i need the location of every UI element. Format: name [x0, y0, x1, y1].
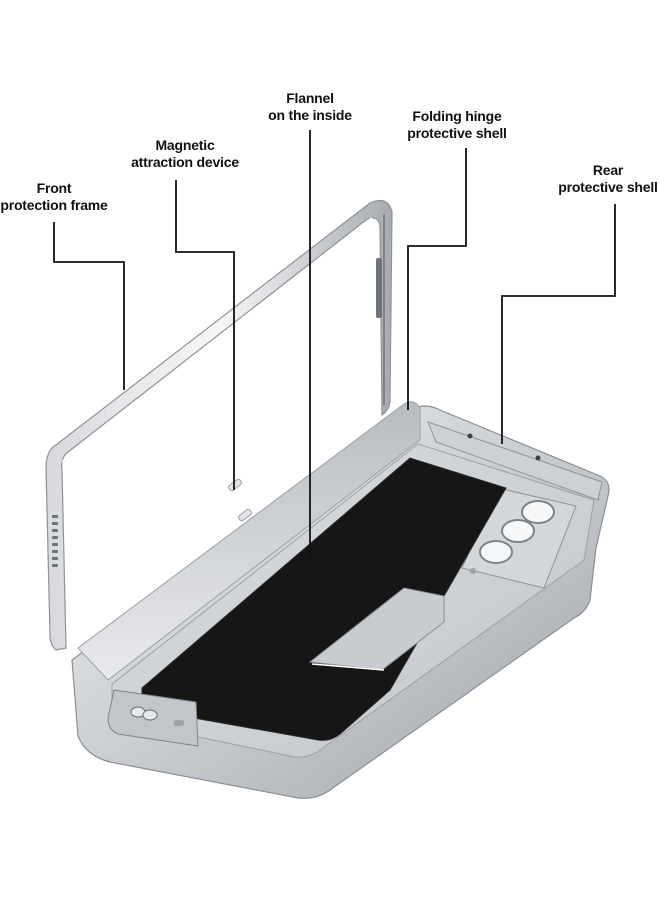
leader-magnetic — [175, 180, 235, 490]
callout-front-protection-frame: Front protection frame — [0, 180, 108, 213]
leader-hinge — [407, 148, 467, 410]
callout-rear-protective-shell: Rear protective shell — [558, 162, 658, 195]
leader-front-frame — [53, 222, 125, 390]
hinge-corner-block — [107, 689, 199, 747]
kickstand — [308, 587, 445, 671]
leader-rear — [501, 204, 616, 444]
callout-flannel: Flannel on the inside — [268, 90, 352, 123]
callout-magnetic-attraction-device: Magnetic attraction device — [131, 137, 239, 170]
camera-cutouts — [470, 500, 555, 574]
front-protection-frame — [45, 199, 393, 651]
callout-folding-hinge: Folding hinge protective shell — [407, 108, 507, 141]
leader-lines — [53, 130, 616, 562]
